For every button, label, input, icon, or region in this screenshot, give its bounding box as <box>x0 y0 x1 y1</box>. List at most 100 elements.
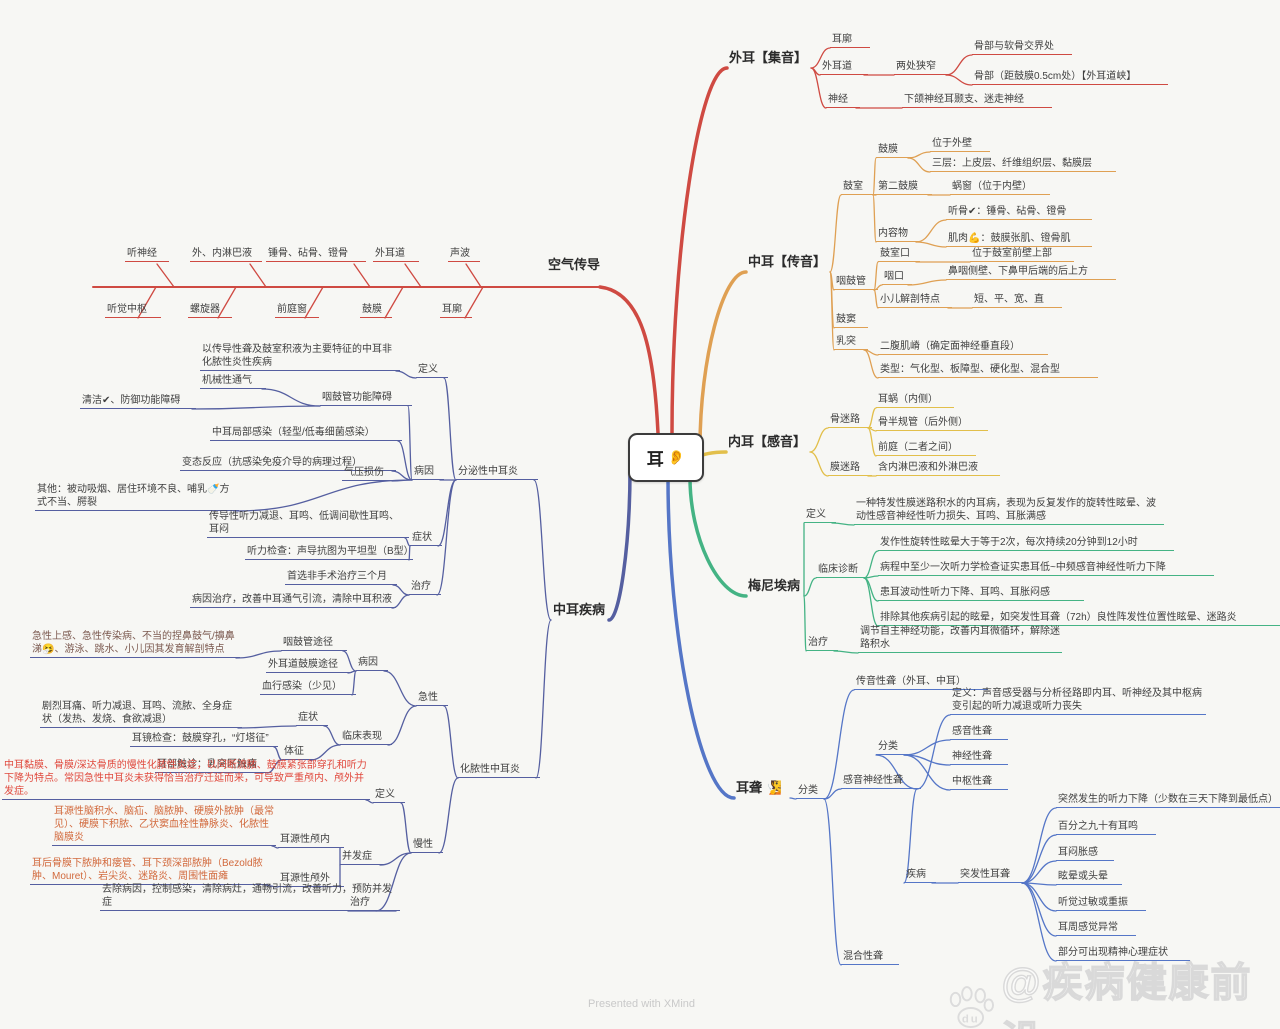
topic-fb4[interactable]: 鼓膜 <box>360 303 392 318</box>
topic-tj3[interactable]: 血行感染（少见） <box>260 680 356 695</box>
topic-rutu[interactable]: 乳突 <box>834 335 868 350</box>
topic-hunhe[interactable]: 混合性聋 <box>841 950 899 965</box>
topic-luwai[interactable]: 耳源性颅外 <box>278 872 344 887</box>
topic-g_jb[interactable]: 疾病 <box>904 868 936 883</box>
topic-gumilu[interactable]: 骨迷路 <box>828 413 872 428</box>
topic-fenmi[interactable]: 分泌性中耳炎 <box>456 465 538 480</box>
topic-gudou[interactable]: 鼓窦 <box>834 313 868 328</box>
topic-huanong[interactable]: 化脓性中耳炎 <box>458 763 540 778</box>
topic-m2_dy[interactable]: 定义 <box>373 788 405 803</box>
topic-m2_bfz[interactable]: 并发症 <box>340 850 384 865</box>
topic-j_by[interactable]: 病因 <box>356 656 388 671</box>
topic-t_inner[interactable]: 内耳【感音】 <box>728 434 807 450</box>
topic-t_midd[interactable]: 中耳疾病 <box>553 602 606 618</box>
topic-erfuji[interactable]: 二腹肌嵴（确定面神经垂直段） <box>878 340 1048 355</box>
topic-erwo[interactable]: 耳蜗（内侧） <box>876 393 954 408</box>
topic-gumo[interactable]: 鼓膜 <box>876 143 912 158</box>
topic-tinggu[interactable]: 听骨✔：锤骨、砧骨、镫骨 <box>946 205 1092 220</box>
topic-yankou[interactable]: 咽口 <box>882 270 912 285</box>
topic-gushikou[interactable]: 鼓室口 <box>878 247 920 262</box>
topic-f_dy[interactable]: 定义 <box>416 363 448 378</box>
topic-fb2[interactable]: 螺旋器 <box>188 303 232 318</box>
topic-j_tz1[interactable]: 耳镜检查：鼓膜穿孔，“灯塔征” <box>130 732 278 747</box>
topic-luwai_txt[interactable]: 耳后骨膜下脓肿和瘘管、耳下颈深部脓肿（Bezold脓肿、Mouret）、岩尖炎、… <box>30 857 268 885</box>
topic-j_zz[interactable]: 症状 <box>296 711 328 726</box>
topic-s4[interactable]: 眩晕或头晕 <box>1056 870 1122 885</box>
topic-linba[interactable]: 含内淋巴液和外淋巴液 <box>876 461 1000 476</box>
topic-f_zz2[interactable]: 听力检查：声导抗图为平坦型（B型） <box>245 545 414 560</box>
topic-s6[interactable]: 耳周感觉异常 <box>1056 921 1136 936</box>
topic-f_zz1[interactable]: 传导性听力减退、耳鸣、低调间歇性耳鸣、耳闷 <box>207 510 409 538</box>
topic-tj1_txt[interactable]: 急性上感、急性传染病、不当的捏鼻鼓气/擤鼻涕🤧、游泳、跳水、小儿因其发育解剖特点 <box>30 630 240 658</box>
topic-j_lc[interactable]: 临床表现 <box>340 730 392 745</box>
central-topic-ear[interactable]: 耳 👂 <box>628 433 704 482</box>
topic-jixing[interactable]: 急性 <box>416 691 448 706</box>
topic-air[interactable]: 空气传导 <box>548 257 601 273</box>
topic-ganran[interactable]: 中耳局部感染（轻型/低毒细菌感染） <box>210 426 402 441</box>
topic-liangchu[interactable]: 两处狭窄 <box>894 60 950 75</box>
topic-d_fenlei[interactable]: 分类 <box>796 784 828 799</box>
topic-qita[interactable]: 其他：被动吸烟、居住环境不良、哺乳🍼方式不当、腭裂 <box>35 483 239 511</box>
topic-g2[interactable]: 神经性聋 <box>950 750 1008 765</box>
topic-wai_erdao[interactable]: 外耳道 <box>820 60 868 75</box>
topic-t_mid[interactable]: 中耳【传音】 <box>748 254 827 270</box>
topic-shenjing[interactable]: 神经 <box>826 93 860 108</box>
topic-m_c1[interactable]: 发作性旋转性眩晕大于等于2次，每次持续20分钟到12小时 <box>878 536 1174 551</box>
topic-qianting[interactable]: 前庭（二者之间） <box>876 441 976 456</box>
topic-gm2[interactable]: 三层：上皮层、纤维组织层、黏膜层 <box>930 157 1116 172</box>
topic-xiaoer[interactable]: 小儿解剖特点 <box>878 293 952 308</box>
topic-f_by[interactable]: 病因 <box>412 465 444 480</box>
topic-fb5[interactable]: 耳廓 <box>440 303 472 318</box>
topic-xe_txt[interactable]: 短、平、宽、直 <box>972 293 1062 308</box>
topic-s3[interactable]: 耳闷胀感 <box>1056 846 1114 861</box>
topic-neirong[interactable]: 内容物 <box>876 227 920 242</box>
topic-f_dy_txt[interactable]: 以传导性聋及鼓室积液为主要特征的中耳非化脓性炎性疾病 <box>200 343 400 371</box>
topic-xz2[interactable]: 骨部（距鼓膜0.5cm处）【外耳道峡】 <box>972 70 1168 85</box>
topic-luni_txt[interactable]: 耳源性脑积水、脑疝、脑脓肿、硬膜外脓肿（最常见）、硬膜下积脓、乙状窦血栓性静脉炎… <box>52 805 276 846</box>
topic-fb3[interactable]: 前庭窗 <box>275 303 319 318</box>
topic-ft2[interactable]: 外、内淋巴液 <box>190 247 262 262</box>
topic-m2_zl_txt[interactable]: 去除病因，控制感染，清除病灶，通畅引流，改善听力，预防并发症 <box>100 883 400 911</box>
topic-t_men[interactable]: 梅尼埃病 <box>748 578 801 594</box>
topic-m_c2[interactable]: 病程中至少一次听力学检查证实患耳低~中频感音神经性听力下降 <box>878 561 1214 576</box>
topic-sj_txt[interactable]: 下颌神经耳颞支、迷走神经 <box>902 93 1052 108</box>
topic-fb1[interactable]: 听觉中枢 <box>105 303 161 318</box>
topic-qiya[interactable]: 气压损伤 <box>342 466 396 481</box>
topic-g_fl[interactable]: 分类 <box>876 740 908 755</box>
topic-ft4[interactable]: 外耳道 <box>373 247 419 262</box>
topic-chuanyin[interactable]: 传音性聋（外耳、中耳） <box>854 675 988 690</box>
topic-s7[interactable]: 部分可出现精神心理症状 <box>1056 946 1190 961</box>
topic-tj2[interactable]: 外耳道鼓膜途径 <box>266 658 352 673</box>
topic-dier[interactable]: 第二鼓膜 <box>876 180 932 195</box>
topic-ft3[interactable]: 锤骨、砧骨、镫骨 <box>266 247 366 262</box>
topic-j_tz[interactable]: 体征 <box>282 745 314 760</box>
topic-j_tz2[interactable]: 耳部触诊：乳突区触痛 <box>155 758 271 773</box>
topic-gushi[interactable]: 鼓室 <box>841 180 877 195</box>
topic-f_zl2[interactable]: 病因治疗，改善中耳通气引流，清除中耳积液 <box>190 593 396 608</box>
topic-m2_dy_txt[interactable]: 中耳黏膜、骨膜/深达骨质的慢性化脓性炎症，以间断流脓、鼓膜紧张部穿孔和听力下降为… <box>2 759 370 800</box>
topic-jirou[interactable]: 肌肉💪：鼓膜张肌、镫骨肌 <box>946 232 1092 247</box>
topic-m_c3[interactable]: 患耳波动性听力下降、耳鸣、耳胀闷感 <box>878 586 1084 601</box>
topic-g_dy[interactable]: 定义：声音感受器与分析径路即内耳、听神经及其中枢病变引起的听力减退或听力丧失 <box>950 687 1206 715</box>
topic-wochuang[interactable]: 蜗窗（位于内壁） <box>950 180 1050 195</box>
topic-m_zhenduan[interactable]: 临床诊断 <box>816 563 868 578</box>
topic-jixie[interactable]: 机械性通气 <box>200 374 266 389</box>
topic-s1[interactable]: 突然发生的听力下降（少数在三天下降到最低点） <box>1056 793 1280 808</box>
topic-m_zl_txt[interactable]: 调节自主神经功能，改善内耳微循环，解除迷路积水 <box>858 625 1062 653</box>
topic-momilu[interactable]: 膜迷路 <box>828 461 872 476</box>
topic-m_dingyi[interactable]: 定义 <box>804 508 836 523</box>
topic-m_zhiliao[interactable]: 治疗 <box>806 636 838 651</box>
topic-tj1[interactable]: 咽鼓管途径 <box>281 636 347 651</box>
topic-ft1[interactable]: 听神经 <box>125 247 169 262</box>
topic-gsk_txt[interactable]: 位于鼓室前壁上部 <box>970 247 1074 262</box>
topic-f_zl1[interactable]: 首选非手术治疗三个月 <box>285 570 397 585</box>
topic-er_kuo[interactable]: 耳廓 <box>830 33 870 48</box>
topic-m_dy_txt[interactable]: 一种特发性膜迷路积水的内耳病，表现为反复发作的旋转性眩晕、波动性感音神经性听力损… <box>854 497 1164 525</box>
topic-s2[interactable]: 百分之九十有耳鸣 <box>1056 820 1156 835</box>
topic-leixing[interactable]: 类型：气化型、板障型、硬化型、混合型 <box>878 363 1098 378</box>
topic-t_deaf[interactable]: 耳聋 🧏 <box>736 780 782 796</box>
topic-xz1[interactable]: 骨部与软骨交界处 <box>972 40 1072 55</box>
topic-bangui[interactable]: 骨半规管（后外侧） <box>876 416 988 431</box>
topic-j_zz_txt[interactable]: 剧烈耳痛、听力减退、耳鸣、流脓、全身症状（发热、发烧、食欲减退） <box>40 700 242 728</box>
topic-g1[interactable]: 感音性聋 <box>950 725 1008 740</box>
